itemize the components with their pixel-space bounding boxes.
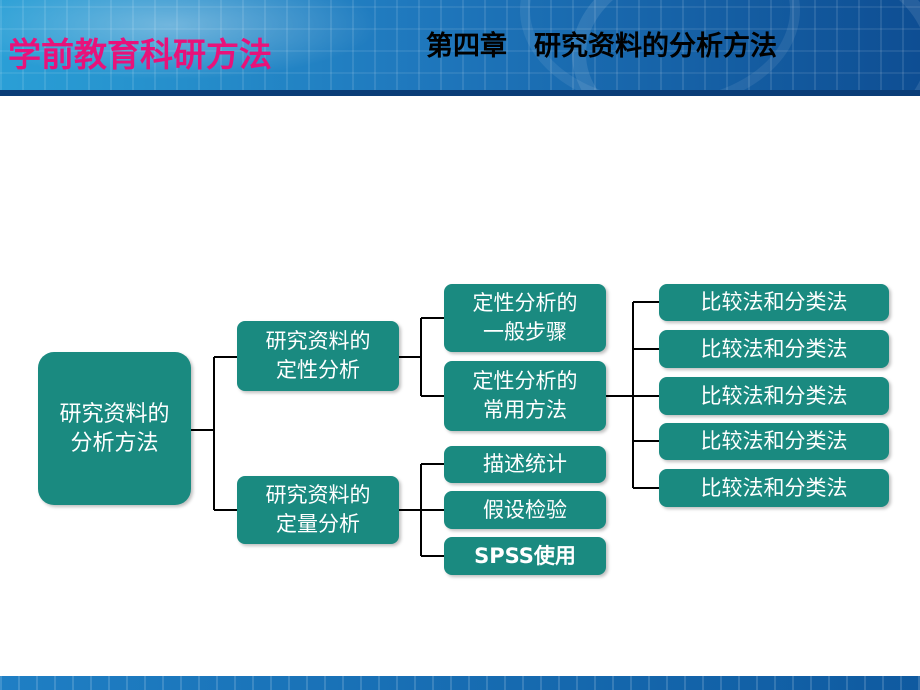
node-text: 一般步骤 bbox=[483, 320, 567, 344]
node-hypothesis-testing: 假设检验 bbox=[444, 491, 606, 529]
app-title: 学前教育科研方法 bbox=[8, 35, 272, 74]
node-text: 假设检验 bbox=[483, 497, 567, 522]
banner-bottom-line bbox=[0, 90, 920, 96]
chapter-title: 第四章 研究资料的分析方法 bbox=[426, 31, 777, 62]
node-quantitative-analysis: 研究资料的 定量分析 bbox=[237, 476, 399, 544]
node-qualitative-methods: 定性分析的 常用方法 bbox=[444, 361, 606, 431]
node-text: 定性分析的 bbox=[472, 291, 578, 315]
node-method-item: 比较法和分类法 bbox=[659, 469, 889, 507]
node-qualitative-steps: 定性分析的 一般步骤 bbox=[444, 284, 606, 352]
node-text: 常用方法 bbox=[483, 398, 567, 422]
node-spss-usage: SPSS使用 bbox=[444, 537, 606, 575]
node-text: 分析方法 bbox=[70, 430, 159, 456]
node-text: 比较法和分类法 bbox=[700, 290, 848, 314]
footer-bar bbox=[0, 676, 920, 690]
node-text: 定性分析 bbox=[276, 358, 360, 382]
node-text: 定性分析的 bbox=[472, 369, 578, 393]
footer-grid-pattern bbox=[0, 676, 920, 690]
node-text: 研究资料的 bbox=[265, 329, 371, 353]
node-text: 比较法和分类法 bbox=[700, 475, 848, 500]
node-descriptive-statistics: 描述统计 bbox=[444, 446, 606, 483]
node-method-item: 比较法和分类法 bbox=[659, 284, 889, 321]
node-method-item: 比较法和分类法 bbox=[659, 423, 889, 460]
node-text: 定量分析 bbox=[276, 512, 360, 536]
node-text: 比较法和分类法 bbox=[700, 429, 848, 453]
node-qualitative-analysis: 研究资料的 定性分析 bbox=[237, 321, 399, 391]
header-banner bbox=[0, 0, 920, 96]
node-root-analysis-methods: 研究资料的 分析方法 bbox=[38, 352, 191, 505]
node-text: SPSS使用 bbox=[474, 543, 576, 568]
node-text: 比较法和分类法 bbox=[700, 336, 848, 361]
node-method-item: 比较法和分类法 bbox=[659, 377, 889, 415]
node-text: 比较法和分类法 bbox=[700, 383, 848, 408]
node-text: 研究资料的 bbox=[59, 401, 170, 427]
node-method-item: 比较法和分类法 bbox=[659, 330, 889, 368]
node-text: 描述统计 bbox=[483, 452, 567, 476]
node-text: 研究资料的 bbox=[265, 483, 371, 507]
